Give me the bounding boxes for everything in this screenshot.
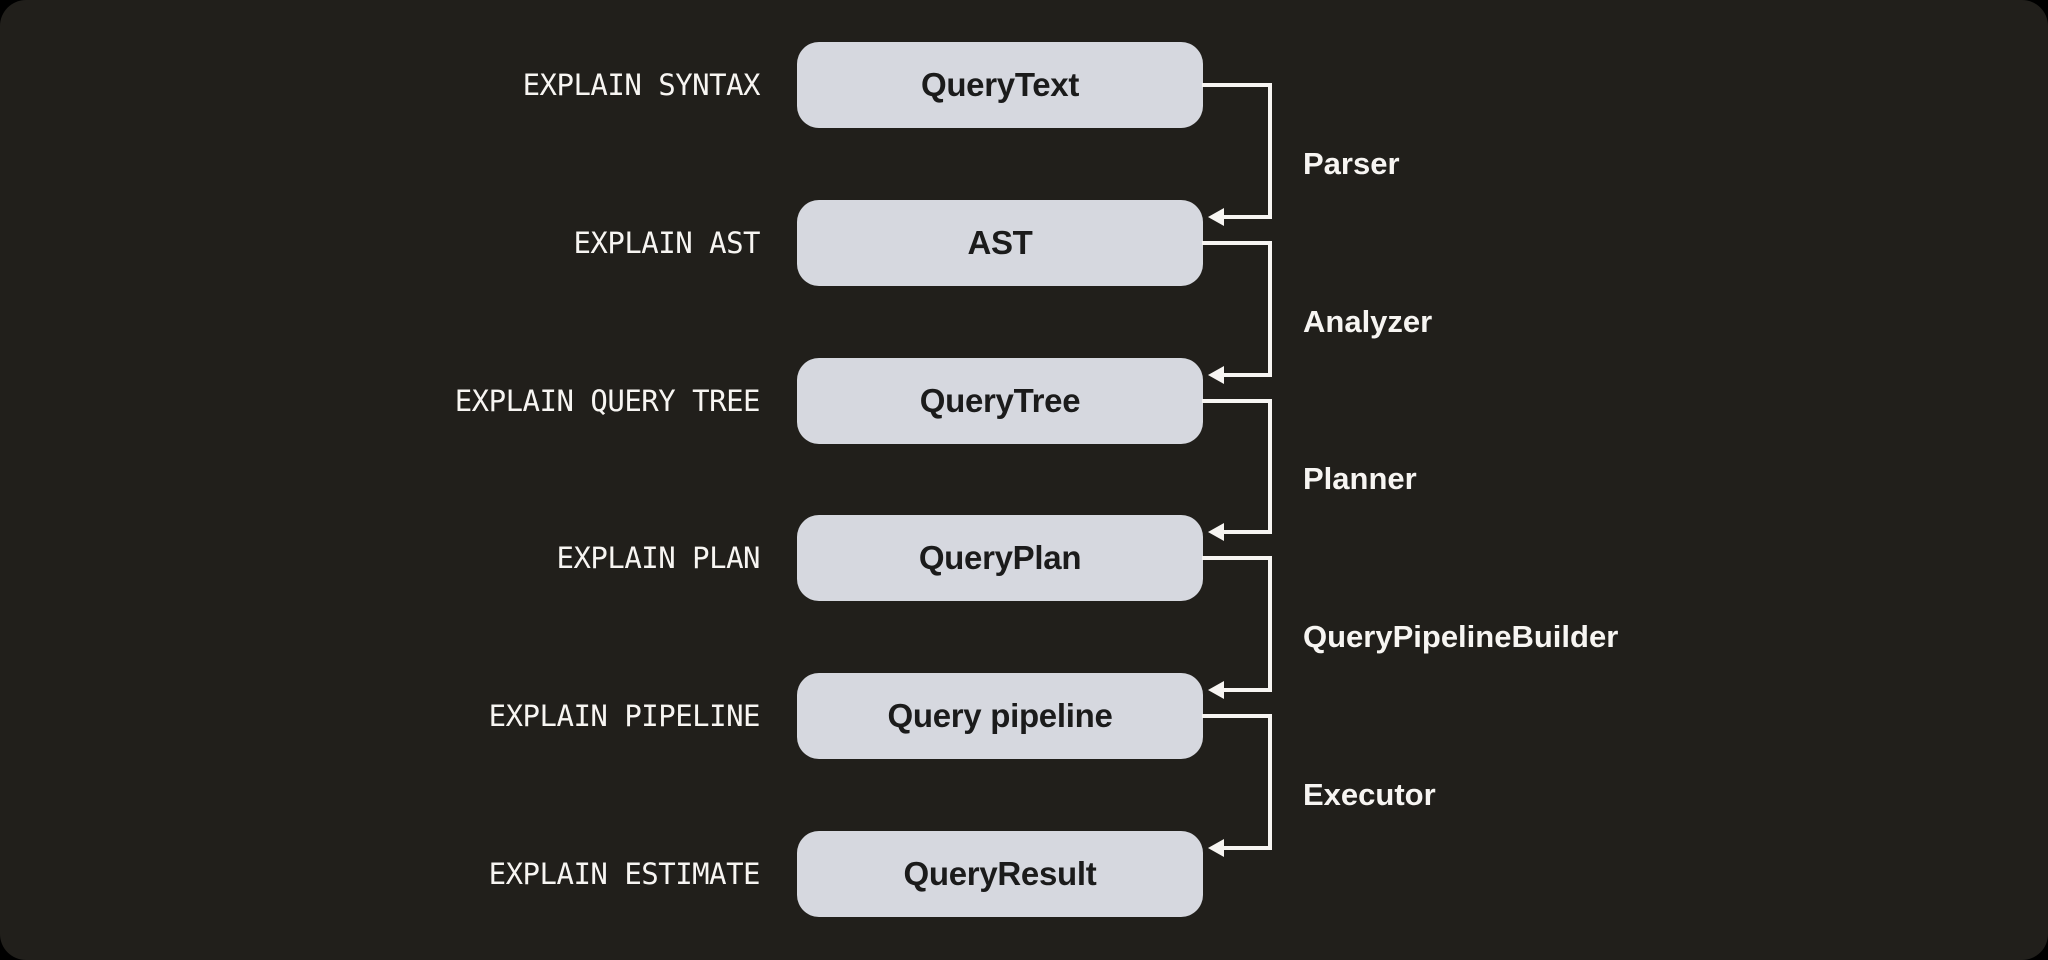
stage-box-query-text: QueryText	[797, 42, 1203, 128]
explain-ast-label: EXPLAIN AST	[573, 226, 760, 260]
stage-box-label: QueryPlan	[918, 539, 1082, 576]
stage-box-label: AST	[967, 224, 1033, 261]
explain-plan-label: EXPLAIN PLAN	[556, 541, 760, 575]
stage-box-query-pipeline: Query pipeline	[797, 673, 1203, 759]
diagram-row-query-pipeline: EXPLAIN PIPELINE Query pipeline	[0, 673, 2048, 759]
explain-estimate-label: EXPLAIN ESTIMATE	[488, 857, 761, 891]
diagram-row-query-result: EXPLAIN ESTIMATE QueryResult	[0, 831, 2048, 917]
explain-syntax-label: EXPLAIN SYNTAX	[522, 68, 761, 102]
stage-box-label: QueryResult	[903, 855, 1097, 892]
explain-query-tree-label: EXPLAIN QUERY TREE	[454, 384, 761, 418]
diagram-row-query-tree: EXPLAIN QUERY TREE QueryTree	[0, 358, 2048, 444]
explain-pipeline-label: EXPLAIN PIPELINE	[488, 699, 761, 733]
diagram-row-ast: EXPLAIN AST AST	[0, 200, 2048, 286]
stage-box-label: Query pipeline	[887, 697, 1113, 734]
stage-box-query-tree: QueryTree	[797, 358, 1203, 444]
component-label-executor: Executor	[1303, 777, 1436, 812]
stage-box-label: QueryText	[920, 66, 1080, 103]
component-label-query-pipeline-builder: QueryPipelineBuilder	[1303, 619, 1619, 654]
stage-box-query-result: QueryResult	[797, 831, 1203, 917]
diagram-row-query-plan: EXPLAIN PLAN QueryPlan	[0, 515, 2048, 601]
stage-box-label: QueryTree	[919, 382, 1081, 419]
component-label-planner: Planner	[1303, 461, 1417, 496]
component-label-analyzer: Analyzer	[1303, 304, 1433, 339]
stage-box-query-plan: QueryPlan	[797, 515, 1203, 601]
diagram-row-query-text: EXPLAIN SYNTAX QueryText	[0, 42, 2048, 128]
component-label-parser: Parser	[1303, 146, 1400, 181]
stage-box-ast: AST	[797, 200, 1203, 286]
